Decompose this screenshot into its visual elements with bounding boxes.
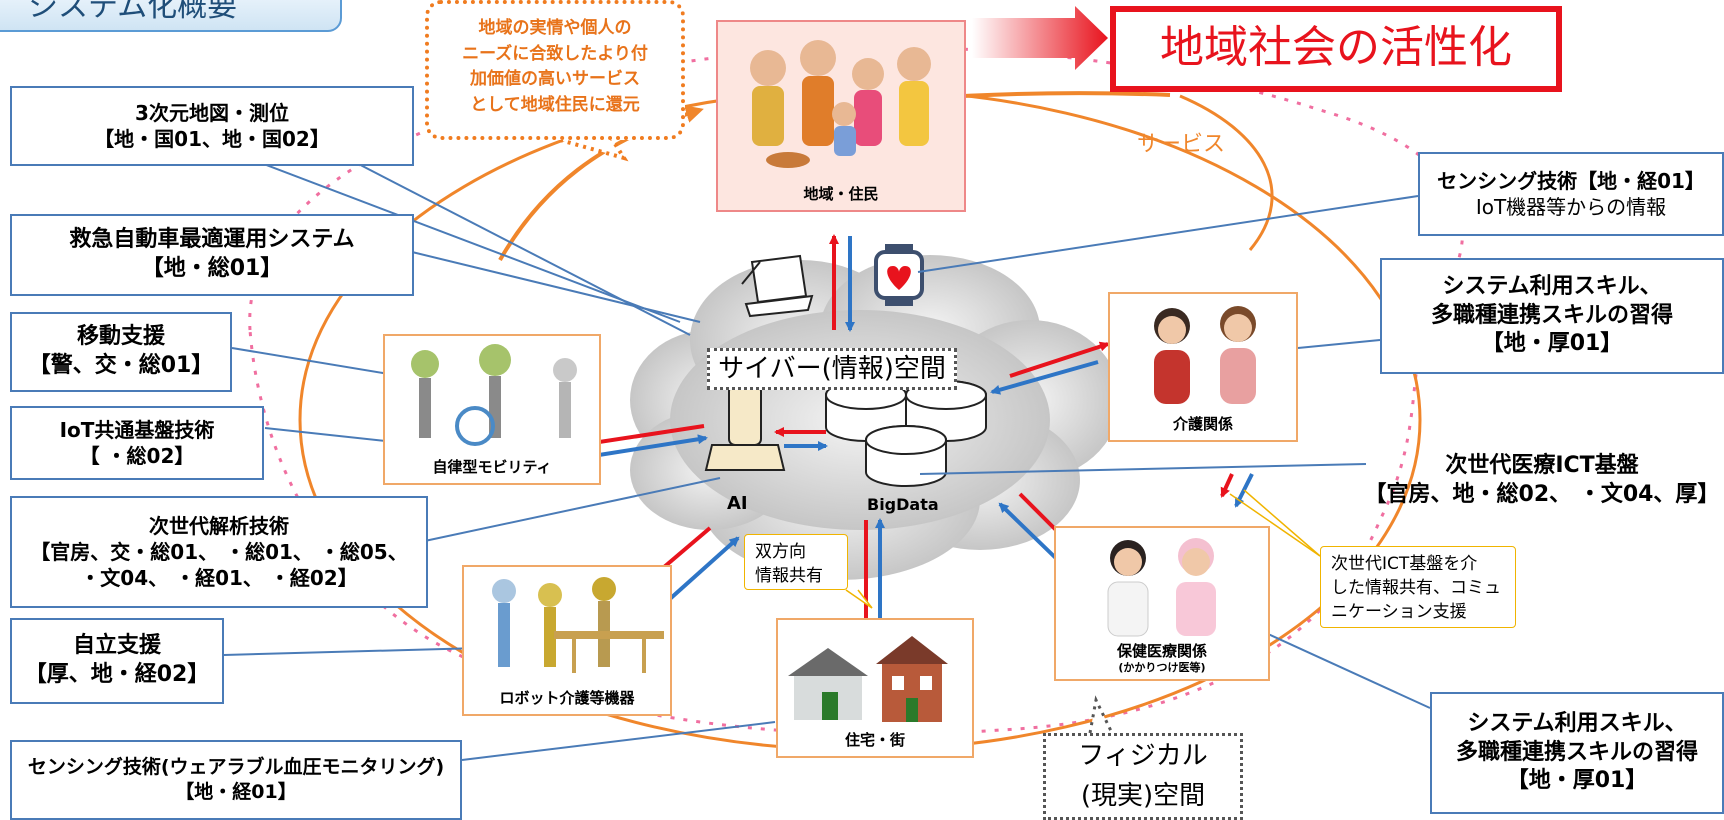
cyber-space-label: サイバー(情報)空間 — [707, 348, 957, 390]
headline-box: 地域社会の活性化 — [1110, 6, 1562, 92]
wearable-sensing-box: センシング技術(ウェアラブル血圧モニタリング) 【地・経01】 — [10, 740, 462, 820]
arrow-care-medical-red — [1220, 473, 1234, 498]
skills-top-box: システム利用スキル、 多職種連携スキルの習得 【地・厚01】 — [1380, 258, 1724, 374]
care-photo: 介護関係 — [1108, 292, 1298, 442]
physical-space-label: フィジカル (現実)空間 — [1043, 733, 1243, 820]
box-title: 3次元地図・測位 — [135, 101, 289, 125]
box-code: 【地・厚01】 — [1506, 768, 1648, 794]
box-title: センシング技術(ウェアラブル血圧モニタリング) — [27, 756, 445, 779]
arrow-mobility-in — [579, 434, 708, 460]
residents-photo: 地域・住民 — [716, 20, 966, 212]
arrow-care-out — [1009, 341, 1110, 378]
callout-tail — [559, 134, 629, 162]
analysis-technology-box: 次世代解析技術 【官房、交・総01、 ・総01、 ・総05、 ・文04、 ・経0… — [10, 496, 428, 608]
box-title: 救急自動車最適運用システム — [69, 227, 355, 253]
map-positioning-box: 3次元地図・測位 【地・国01、地・国02】 — [10, 86, 414, 166]
box-code: ・文04、 ・経01、 ・経02】 — [80, 566, 358, 590]
housing-photo: 住宅・街 — [776, 618, 974, 758]
flow-arrows — [558, 234, 1254, 636]
box-code: 【地・国01、地・国02】 — [94, 127, 330, 151]
ai-icon — [704, 384, 786, 471]
box-code: 【官房、地・総02、 ・文04、厚】 — [1364, 482, 1720, 507]
robot-care-icon — [492, 577, 664, 673]
note-line: した情報共有、コミュ — [1331, 577, 1501, 598]
care-label: 介護関係 — [1172, 415, 1233, 433]
family-figures-icon — [750, 40, 931, 168]
housing-label: 住宅・街 — [844, 731, 905, 749]
box-title: 自立支援 — [72, 633, 161, 659]
box-code: 【地・総01】 — [141, 256, 283, 281]
residents-label: 地域・住民 — [803, 185, 879, 203]
box-subtitle: IoT機器等からの情報 — [1475, 195, 1667, 219]
mobility-figures-icon — [411, 344, 577, 446]
arrow-care-in — [990, 360, 1099, 395]
box-code: 【 ・総02】 — [79, 444, 195, 468]
box-code: 【厚、地・経02】 — [24, 662, 210, 687]
medical-photo: 保健医療関係 (かかりつけ医等) — [1054, 526, 1270, 681]
connector-yellow — [1229, 489, 1321, 557]
robot-photo: ロボット介護等機器 — [462, 565, 672, 716]
service-callout: 地域の実情や個人の ニーズに合致したより付 加価値の高いサービス として地域住民… — [425, 0, 685, 140]
movement-support-box: 移動支援 【警、交・総01】 — [10, 312, 232, 392]
callout-line: 地域の実情や個人の — [478, 18, 632, 38]
medical-ict-box: 次世代医療ICT基盤 【官房、地・総02、 ・文04、厚】 — [1360, 444, 1724, 518]
skills-bottom-box: システム利用スキル、 多職種連携スキルの習得 【地・厚01】 — [1430, 692, 1724, 814]
mobility-photo: 自律型モビリティ — [383, 334, 601, 485]
bigdata-label: BigData — [867, 495, 939, 514]
arrow-robot-in — [660, 536, 740, 608]
physical-label-line: (現実)空間 — [1080, 781, 1206, 811]
medical-label-sub: (かかりつけ医等) — [1118, 661, 1206, 674]
note-line: 双方向 — [755, 542, 806, 562]
callout-line: 加価値の高いサービス — [470, 69, 640, 89]
independence-support-box: 自立支援 【厚、地・経02】 — [10, 618, 224, 704]
box-code: 【警、交・総01】 — [28, 353, 214, 378]
ambulance-system-box: 救急自動車最適運用システム 【地・総01】 — [10, 214, 414, 296]
physical-label-line: フィジカル — [1078, 741, 1208, 771]
bidirectional-note: 双方向 情報共有 — [744, 534, 848, 590]
medical-label: 保健医療関係 — [1056, 640, 1268, 661]
callout-line: ニーズに合致したより付 — [462, 43, 648, 64]
iot-platform-box: IoT共通基盤技術 【 ・総02】 — [10, 406, 264, 480]
box-title: システム利用スキル、 — [1442, 274, 1662, 300]
bidirectional-note-tail — [845, 589, 873, 609]
service-label: サービス — [1137, 132, 1226, 157]
box-title: 次世代解析技術 — [149, 514, 289, 538]
laptop-icon — [741, 254, 814, 318]
arrow-medical-in — [998, 502, 1066, 568]
box-code: 【地・厚01】 — [1481, 331, 1623, 357]
box-title: 多職種連携スキルの習得 — [1430, 302, 1673, 328]
mobility-label: 自律型モビリティ — [432, 458, 552, 476]
section-title: システム化概要 — [0, 0, 342, 32]
ai-label: AI — [727, 493, 748, 514]
physical-label-tail — [1088, 695, 1114, 734]
headline-arrow — [972, 6, 1108, 70]
houses-icon — [788, 636, 948, 722]
connector-lines — [223, 151, 1431, 761]
box-code: 【地・経01】 — [175, 781, 297, 803]
note-line: 次世代ICT基盤を介 — [1331, 554, 1478, 574]
box-title: システム利用スキル、 — [1467, 711, 1687, 737]
medical-label-main: 保健医療関係 — [1116, 642, 1207, 660]
caregiver-figures-icon — [1154, 306, 1256, 404]
note-line: 情報共有 — [755, 565, 823, 586]
callout-line: として地域住民に還元 — [470, 94, 640, 115]
robot-label: ロボット介護等機器 — [499, 689, 635, 707]
box-title: 多職種連携スキルの習得 — [1455, 739, 1698, 765]
box-title: 次世代医療ICT基盤 — [1445, 453, 1639, 479]
note-line: ニケーション支援 — [1331, 601, 1467, 622]
sensing-technology-box: センシング技術【地・経01】 IoT機器等からの情報 — [1418, 152, 1724, 236]
smartwatch-heart-icon — [874, 244, 924, 306]
box-code: 【官房、交・総01、 ・総01、 ・総05、 — [30, 540, 408, 564]
doctor-nurse-icon — [1107, 538, 1216, 637]
box-title: 移動支援 — [76, 324, 165, 350]
box-title: IoT共通基盤技術 — [59, 418, 215, 442]
box-title: センシング技術【地・経01】 — [1437, 169, 1705, 193]
service-arc-right — [1179, 94, 1274, 251]
ict-note: 次世代ICT基盤を介 した情報共有、コミュ ニケーション支援 — [1320, 546, 1516, 628]
